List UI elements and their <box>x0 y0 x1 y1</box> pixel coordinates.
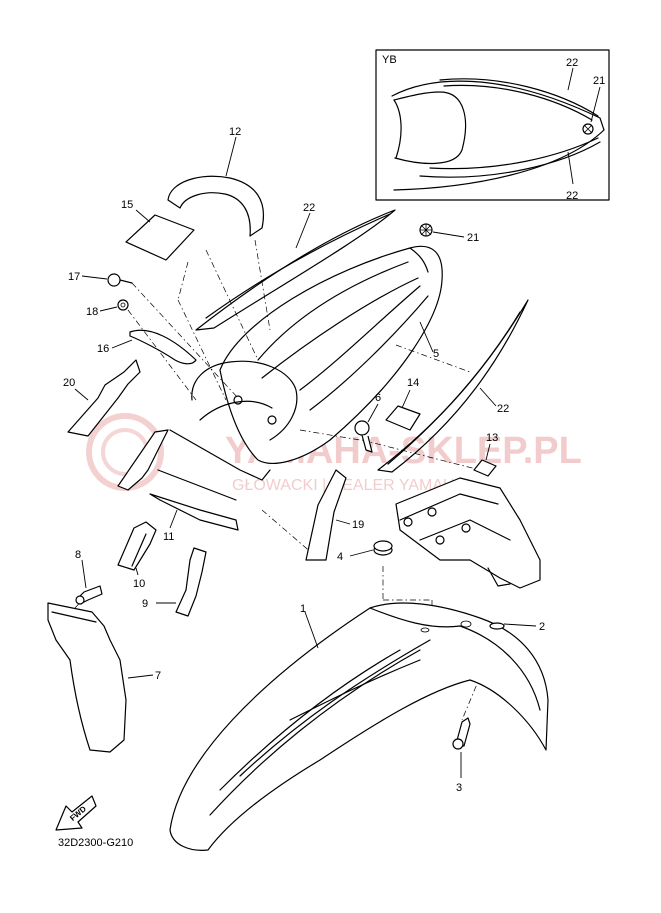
callout-9: 9 <box>142 598 148 610</box>
callout-22-inset-bottom: 22 <box>566 190 578 202</box>
grommet-4: 4 <box>337 540 393 563</box>
callout-17: 17 <box>68 271 80 283</box>
callout-22-right: 22 <box>497 403 509 415</box>
callout-7: 7 <box>155 670 161 682</box>
inset-label: YB <box>382 54 397 66</box>
callout-10: 10 <box>133 578 145 590</box>
front-fender-1: 1 <box>169 602 549 851</box>
bolt-3: 3 <box>452 717 471 794</box>
callout-2: 2 <box>539 621 545 633</box>
callout-19: 19 <box>352 519 364 531</box>
graphic-strips: 22 22 <box>195 202 529 473</box>
callout-14: 14 <box>407 377 419 389</box>
callout-11: 11 <box>163 531 174 543</box>
clip-10: 10 <box>117 521 157 590</box>
bolt-8: 8 <box>75 549 103 605</box>
pad-13: 13 <box>473 432 498 477</box>
washer-18: 18 <box>86 299 129 318</box>
bolt-6: 6 <box>354 392 381 453</box>
callout-18: 18 <box>86 306 98 318</box>
callout-20: 20 <box>63 377 75 389</box>
cover-19: 19 <box>305 469 364 561</box>
callout-13: 13 <box>486 432 498 444</box>
plate-20: 20 <box>63 359 141 437</box>
callout-1: 1 <box>300 603 306 615</box>
rear-fender <box>191 245 443 464</box>
diagram-code: 32D2300-G210 <box>58 837 133 849</box>
rear-bracket <box>395 477 541 589</box>
bracket-9: 9 <box>142 547 207 617</box>
callout-16: 16 <box>97 343 109 355</box>
callout-6: 6 <box>375 392 381 404</box>
bolt-17: 17 <box>68 271 133 287</box>
callout-12: 12 <box>229 126 241 138</box>
callout-21: 21 <box>467 232 479 244</box>
fwd-arrow-icon: FWD <box>55 795 97 831</box>
pad-15: 15 <box>121 199 195 261</box>
mudflap-7: 7 <box>47 602 161 753</box>
callout-15: 15 <box>121 199 133 211</box>
screw-2: 2 <box>489 621 545 633</box>
callout-3: 3 <box>456 782 462 794</box>
callout-22-left: 22 <box>303 202 315 214</box>
callout-21-inset: 21 <box>593 75 605 87</box>
strap-12: 12 <box>167 126 264 237</box>
bracket-11: 11 <box>117 429 271 543</box>
callout-8: 8 <box>75 549 81 561</box>
rivet-21: 21 <box>419 223 479 244</box>
watermark-sub: GŁOWACKI | DEALER YAMAHA <box>232 477 466 494</box>
callout-4: 4 <box>337 551 343 563</box>
callout-22-inset-top: 22 <box>566 57 578 69</box>
callout-5: 5 <box>433 348 439 360</box>
band-16: 16 <box>97 329 197 365</box>
pad-14: 14 <box>385 377 421 431</box>
inset-yb: YB 22 21 22 <box>375 49 610 202</box>
